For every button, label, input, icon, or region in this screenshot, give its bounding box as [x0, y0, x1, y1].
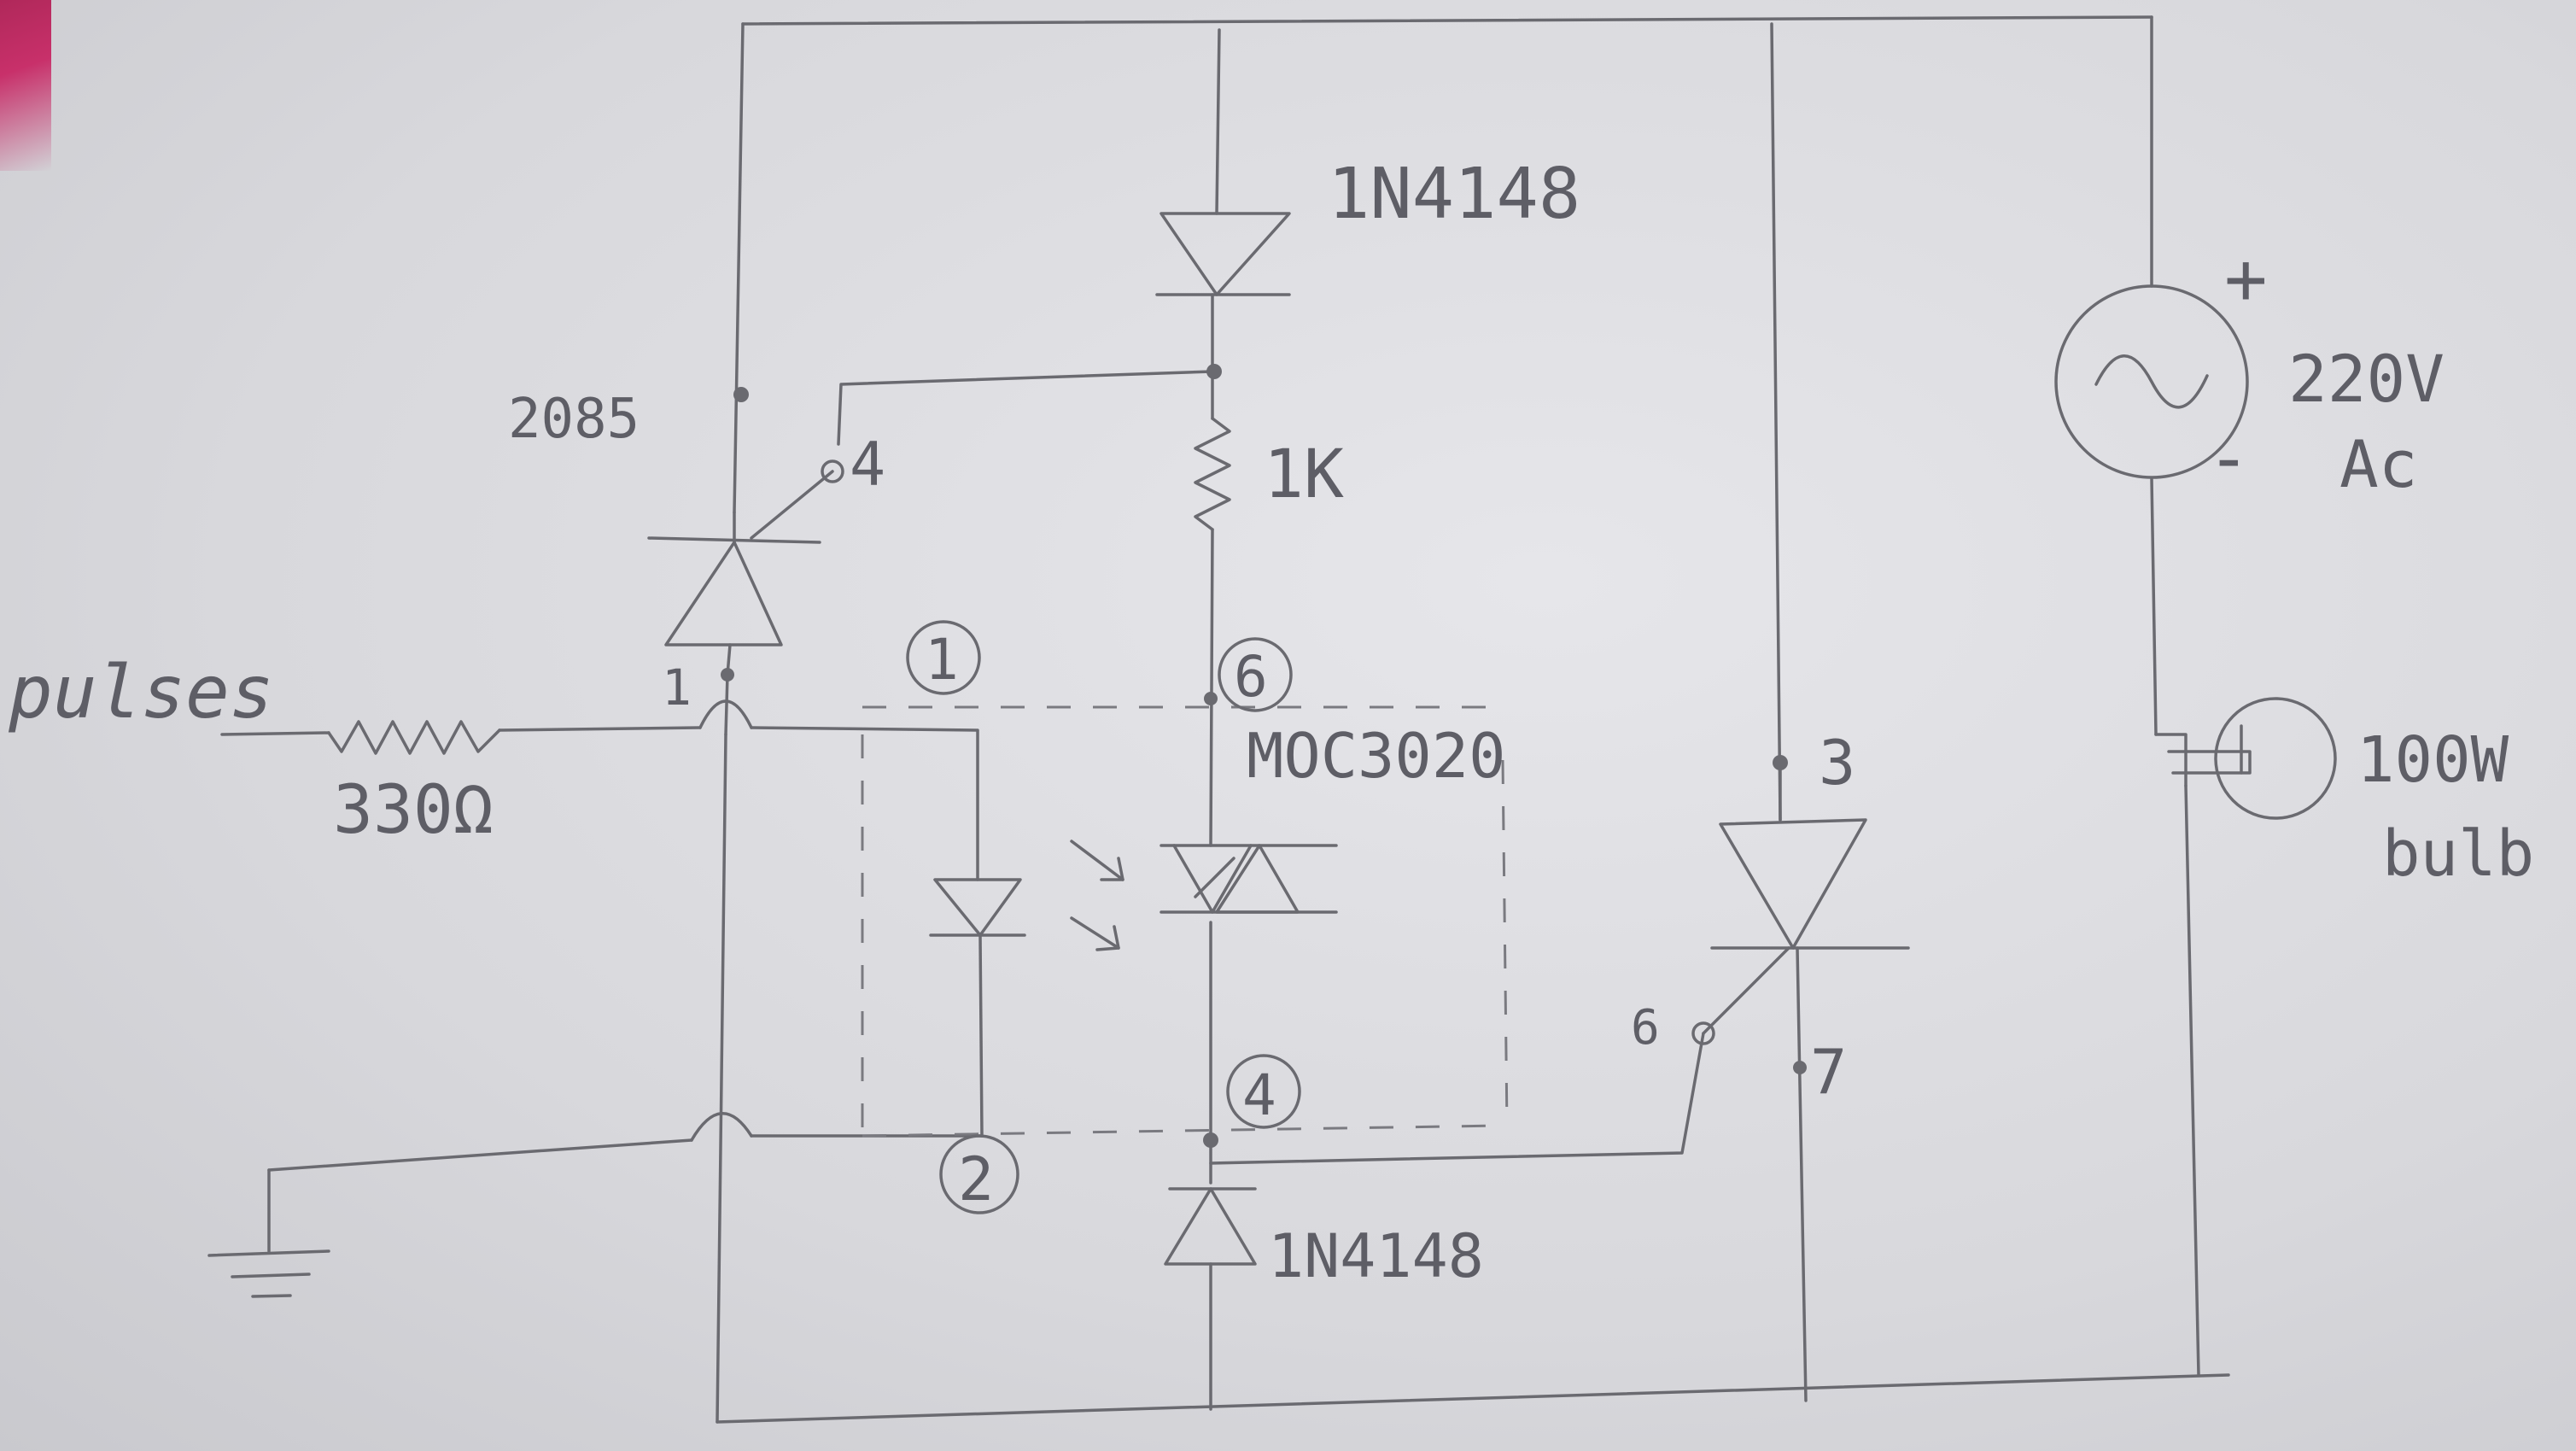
label-opto-pin2: 2 — [958, 1144, 994, 1214]
label-optocoupler: MOC3020 — [1247, 720, 1505, 792]
bulb-symbol — [2154, 697, 2337, 820]
label-source-plus: + — [2224, 237, 2268, 320]
label-triac-right-pin6: 6 — [1631, 1000, 1660, 1056]
opto-led-symbol — [929, 878, 1026, 937]
junction-triac-left-gate — [821, 459, 844, 483]
label-source-minus: - — [2207, 416, 2251, 500]
label-source-type: Ac — [2339, 426, 2418, 502]
optocoupler-outline — [861, 705, 1509, 1138]
wire-right-rail-lower — [2184, 784, 2200, 1377]
label-load-power: 100W — [2357, 723, 2509, 797]
junction-opto-pin6 — [1204, 692, 1218, 705]
wire-triac-right-upper — [1770, 22, 1782, 822]
junction-diode-bottom — [1206, 364, 1222, 379]
wire-input-right — [498, 726, 702, 732]
label-load-type: bulb — [2382, 817, 2534, 891]
wire-gate-branch — [837, 370, 1214, 446]
junction-opto-pin4 — [1203, 1132, 1218, 1148]
label-opto-pin6: 6 — [1234, 644, 1268, 710]
wires — [220, 15, 2230, 1424]
wire-led-to-pin2 — [978, 933, 984, 1138]
opto-triac-symbol — [1159, 844, 1338, 914]
wire-right-rail-mid — [2150, 477, 2158, 736]
opto-pin2-circle — [939, 1134, 1019, 1214]
label-resistor-1k: 1K — [1264, 436, 1344, 513]
label-triac-right-pin3: 3 — [1819, 727, 1855, 799]
junctions — [721, 364, 1807, 1148]
wire-input-left — [220, 731, 330, 736]
wire-left-rail-lower — [716, 733, 727, 1424]
label-input-pulses: pulses — [8, 650, 274, 735]
label-opto-pin4: 4 — [1242, 1062, 1276, 1128]
junction-triac-left-top — [733, 387, 749, 402]
label-triac-left: 2085 — [508, 388, 640, 451]
label-opto-pin1: 1 — [925, 627, 959, 693]
wire-bottom-rail — [716, 1373, 2230, 1424]
label-triac-right-pin7: 7 — [1810, 1036, 1847, 1108]
label-resistor-330: 330Ω — [333, 772, 494, 849]
wire-pin4-to-triac-gate — [1209, 1032, 1705, 1165]
wire-top-rail — [741, 15, 2153, 26]
wire-ground-line — [267, 1138, 693, 1172]
labels: 1N4148 1K pulses 330Ω 2085 4 1 1 2 6 4 M… — [8, 154, 2534, 1291]
opto-pin4-circle — [1226, 1054, 1301, 1129]
label-diode-bottom: 1N4148 — [1268, 1221, 1484, 1291]
opto-light-arrows — [1070, 840, 1124, 951]
label-triac-left-gate-pin: 4 — [850, 430, 885, 500]
wire-ground-hop — [690, 1112, 753, 1142]
label-source-voltage: 220V — [2288, 341, 2445, 417]
label-triac-left-pin1: 1 — [662, 658, 692, 717]
diode-top-symbol — [1155, 212, 1291, 296]
wire-center-res-to-opto — [1209, 528, 1214, 847]
opto-pin1-circle — [906, 620, 981, 695]
ac-source-symbol — [2054, 284, 2249, 479]
background-corner — [0, 0, 51, 171]
ground-symbol — [207, 1249, 330, 1298]
label-diode-top: 1N4148 — [1328, 154, 1580, 235]
pin-circles — [906, 620, 1301, 1214]
resistor-1k-symbol — [1194, 417, 1231, 531]
wire-triac-right-lower — [1796, 946, 1808, 1402]
opto-pin6-circle — [1218, 637, 1293, 712]
wire-left-rail-upper — [733, 22, 745, 514]
wire-center-top — [1215, 28, 1221, 215]
resistor-330-symbol — [327, 720, 501, 755]
diode-bottom-symbol — [1164, 1187, 1257, 1266]
junction-triac-right-gate — [1691, 1021, 1715, 1045]
junction-triac-right-pin7 — [1793, 1061, 1807, 1074]
wire-input-to-opto — [750, 726, 979, 881]
triac-left-symbol — [647, 470, 834, 736]
triac-right-symbol — [1702, 761, 1910, 1035]
